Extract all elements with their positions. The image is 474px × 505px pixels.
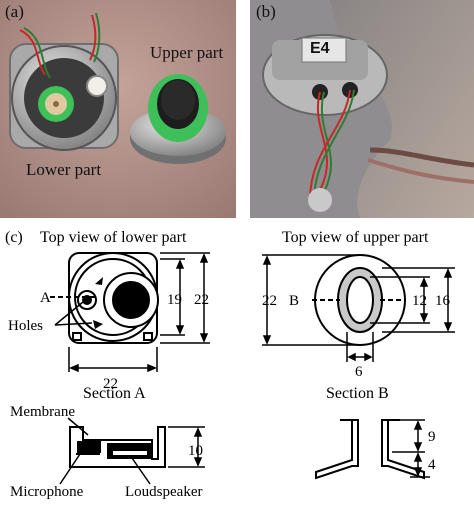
upper-part-label: Upper part — [150, 43, 224, 62]
lower-part-label: Lower part — [26, 160, 102, 179]
upper-part-photo — [130, 74, 226, 164]
section-b-drawing — [315, 419, 425, 480]
upper-dimensions — [262, 254, 455, 362]
photo-b-illustration — [250, 0, 474, 218]
dim-upper-width: 6 — [355, 364, 363, 380]
section-b-dimensions — [392, 419, 430, 478]
lower-part-top-view — [50, 252, 159, 344]
dim-upper-outer-height: 22 — [262, 293, 277, 309]
microphone-label: Microphone — [10, 484, 84, 500]
lower-width-dimension — [68, 347, 158, 373]
section-a-leaders — [59, 417, 151, 485]
photo-a-label: (a) — [5, 2, 24, 21]
dim-upper-inner-height: 12 — [412, 293, 427, 309]
lower-height-dimensions — [160, 252, 210, 344]
dim-lower-inner-height: 19 — [167, 292, 182, 308]
top-lower-title: Top view of lower part — [40, 229, 187, 246]
photo-b-device-in-mouth: (b) E4 — [250, 0, 474, 218]
section-a-title: Section A — [83, 385, 146, 402]
membrane-label: Membrane — [10, 404, 75, 420]
photo-a-illustration — [0, 0, 236, 218]
dim-section-b-upper: 9 — [428, 429, 436, 445]
photo-b-label: (b) — [256, 2, 276, 21]
device-in-mouth — [262, 34, 388, 212]
dim-section-a-height: 10 — [188, 443, 203, 459]
dim-section-b-lower: 4 — [428, 457, 436, 473]
lower-part-photo — [9, 12, 119, 151]
dim-upper-right-height: 16 — [435, 293, 451, 309]
device-tag: E4 — [310, 40, 330, 57]
technical-diagram: (c) Top view of lower part Top view of u… — [5, 229, 455, 500]
marker-b: B — [289, 293, 299, 309]
holes-leaders — [54, 301, 93, 326]
lower-view-arrows — [93, 277, 103, 329]
section-a-drawing — [69, 426, 166, 468]
top-upper-title: Top view of upper part — [282, 229, 429, 246]
dim-lower-outer-height: 22 — [194, 292, 209, 308]
section-a-height-dimension — [168, 426, 205, 468]
marker-a: A — [40, 290, 51, 306]
photo-a-device-parts: (a) Upper part Lower part — [0, 0, 236, 218]
dim-lower-width: 22 — [103, 376, 118, 392]
loudspeaker-label: Loudspeaker — [125, 484, 202, 500]
panel-c-label: (c) — [5, 229, 23, 246]
section-b-title: Section B — [326, 385, 389, 402]
holes-label: Holes — [8, 318, 43, 334]
